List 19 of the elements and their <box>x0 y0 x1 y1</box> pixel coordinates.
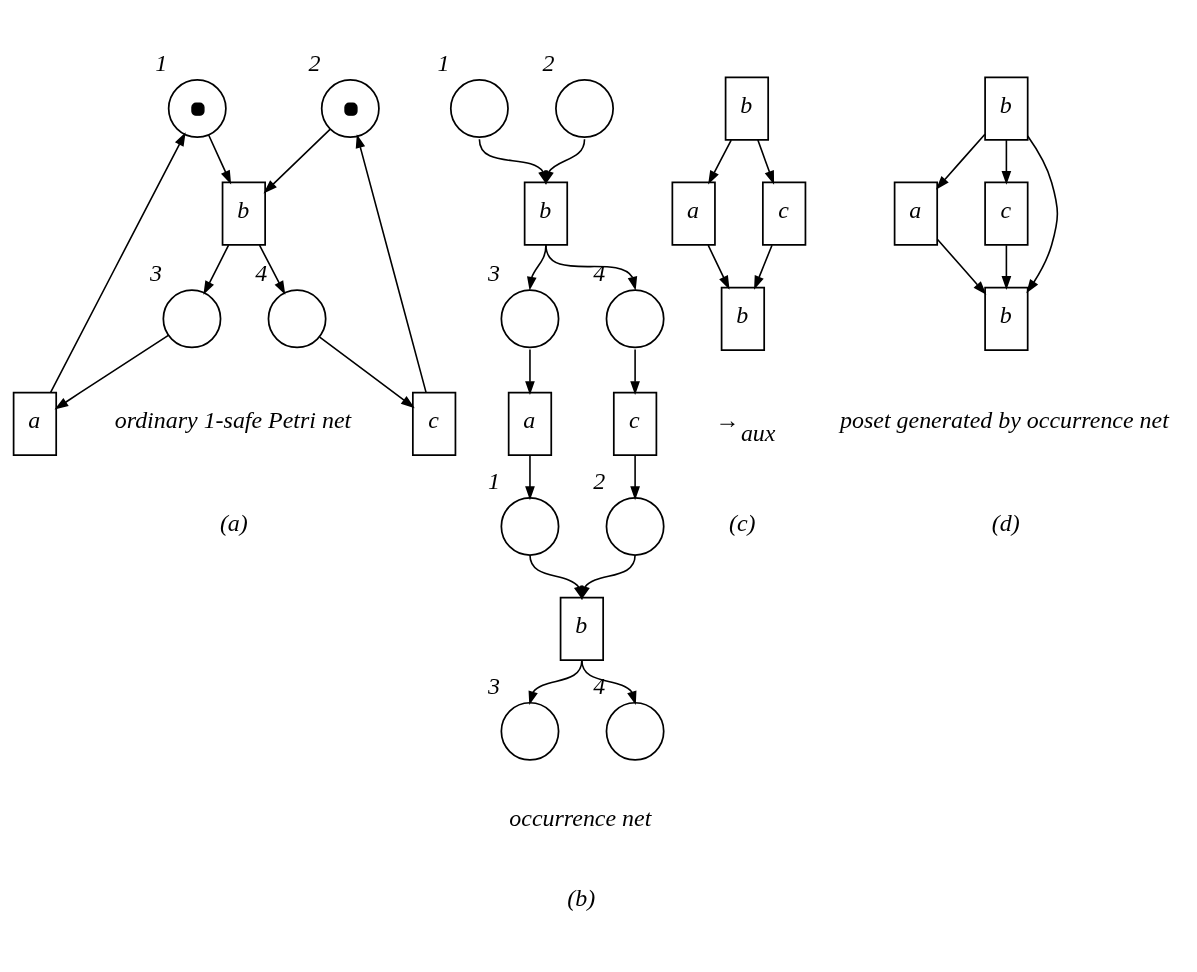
label: (b) <box>567 884 596 911</box>
node-label: 2 <box>542 49 555 76</box>
label: poset generated by occurrence net <box>840 406 1169 433</box>
node-label: 4 <box>593 672 606 699</box>
node-label: 1 <box>155 49 168 76</box>
label: (c) <box>728 509 756 536</box>
label: ordinary 1-safe Petri net <box>114 406 352 433</box>
node-label: 1 <box>488 467 501 494</box>
label: (a) <box>219 509 248 536</box>
node-label: 2 <box>593 467 606 494</box>
label: (d) <box>991 509 1020 536</box>
label: occurrence net <box>509 804 652 831</box>
node-label: 3 <box>488 259 501 286</box>
node-label: 4 <box>593 259 606 286</box>
node-label: 2 <box>308 49 321 76</box>
node-label: 3 <box>488 672 501 699</box>
node-label: 1 <box>437 49 450 76</box>
node-label: 3 <box>150 259 162 286</box>
node-label: 4 <box>255 259 268 286</box>
